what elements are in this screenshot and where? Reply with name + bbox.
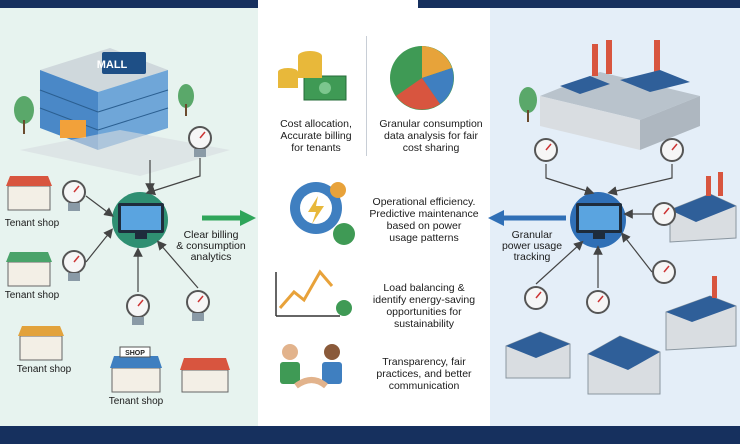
arrow-head-icon xyxy=(240,210,256,226)
top-bar-left xyxy=(0,0,258,8)
meter-icon xyxy=(652,202,676,226)
handshake-icon xyxy=(280,344,342,389)
monitor-dashboard-icon xyxy=(570,192,626,248)
meter-icon xyxy=(586,290,610,314)
top-bar-right xyxy=(418,0,740,8)
mall-sign: MALL xyxy=(97,59,128,71)
line-chart-plug-icon xyxy=(275,269,352,317)
tenant-shop-icon xyxy=(6,176,52,211)
pie-chart-icon xyxy=(390,46,454,110)
benefit-text-consumption-analysis: Granular consumption data analysis for f… xyxy=(379,118,483,154)
mall-building-icon xyxy=(14,48,230,176)
tenant-shop-icon xyxy=(18,326,64,361)
meter-icon xyxy=(62,180,86,211)
tenant-shop-icon xyxy=(180,358,230,393)
meter-icon xyxy=(524,286,548,310)
tenant-shop-icon xyxy=(110,346,162,393)
factory-icon xyxy=(669,172,737,243)
gear-lightning-icon xyxy=(290,182,355,245)
meter-icon xyxy=(186,290,210,321)
tenant-shop-icon xyxy=(6,252,52,287)
meter-icon xyxy=(660,138,684,162)
meter-icon xyxy=(126,294,150,325)
shop-sign: SHOP xyxy=(125,350,145,357)
factory-icon xyxy=(505,331,571,379)
tenant-shop-label: Tenant shop xyxy=(16,364,72,375)
right-center-label: Granular power usage tracking xyxy=(501,229,563,263)
tenant-shop-label: Tenant shop xyxy=(108,396,164,407)
tenant-shop-label: Tenant shop xyxy=(4,290,60,301)
benefit-text-cost-allocation: Cost allocation, Accurate billing for te… xyxy=(280,118,352,154)
benefit-text-load-balancing: Load balancing & identify energy-saving … xyxy=(372,282,476,330)
coins-icon xyxy=(278,51,347,101)
monitor-dashboard-icon xyxy=(112,192,168,248)
left-center-label: Clear billing & consumption analytics xyxy=(176,229,246,263)
tenant-shop-label: Tenant shop xyxy=(4,218,60,229)
benefit-divider xyxy=(366,36,367,156)
arrow-head-icon xyxy=(488,210,504,226)
meter-icon xyxy=(652,260,676,284)
meter-icon xyxy=(188,126,212,157)
factory-complex-icon xyxy=(519,40,700,150)
benefit-text-transparency: Transparency, fair practices, and better… xyxy=(376,356,472,392)
bottom-bar xyxy=(0,426,740,444)
factory-icon xyxy=(587,335,661,395)
factory-icon xyxy=(665,276,737,351)
meter-icon xyxy=(534,138,558,162)
benefit-text-operational-efficiency: Operational efficiency. Predictive maint… xyxy=(369,196,479,244)
meter-icon xyxy=(62,250,86,281)
